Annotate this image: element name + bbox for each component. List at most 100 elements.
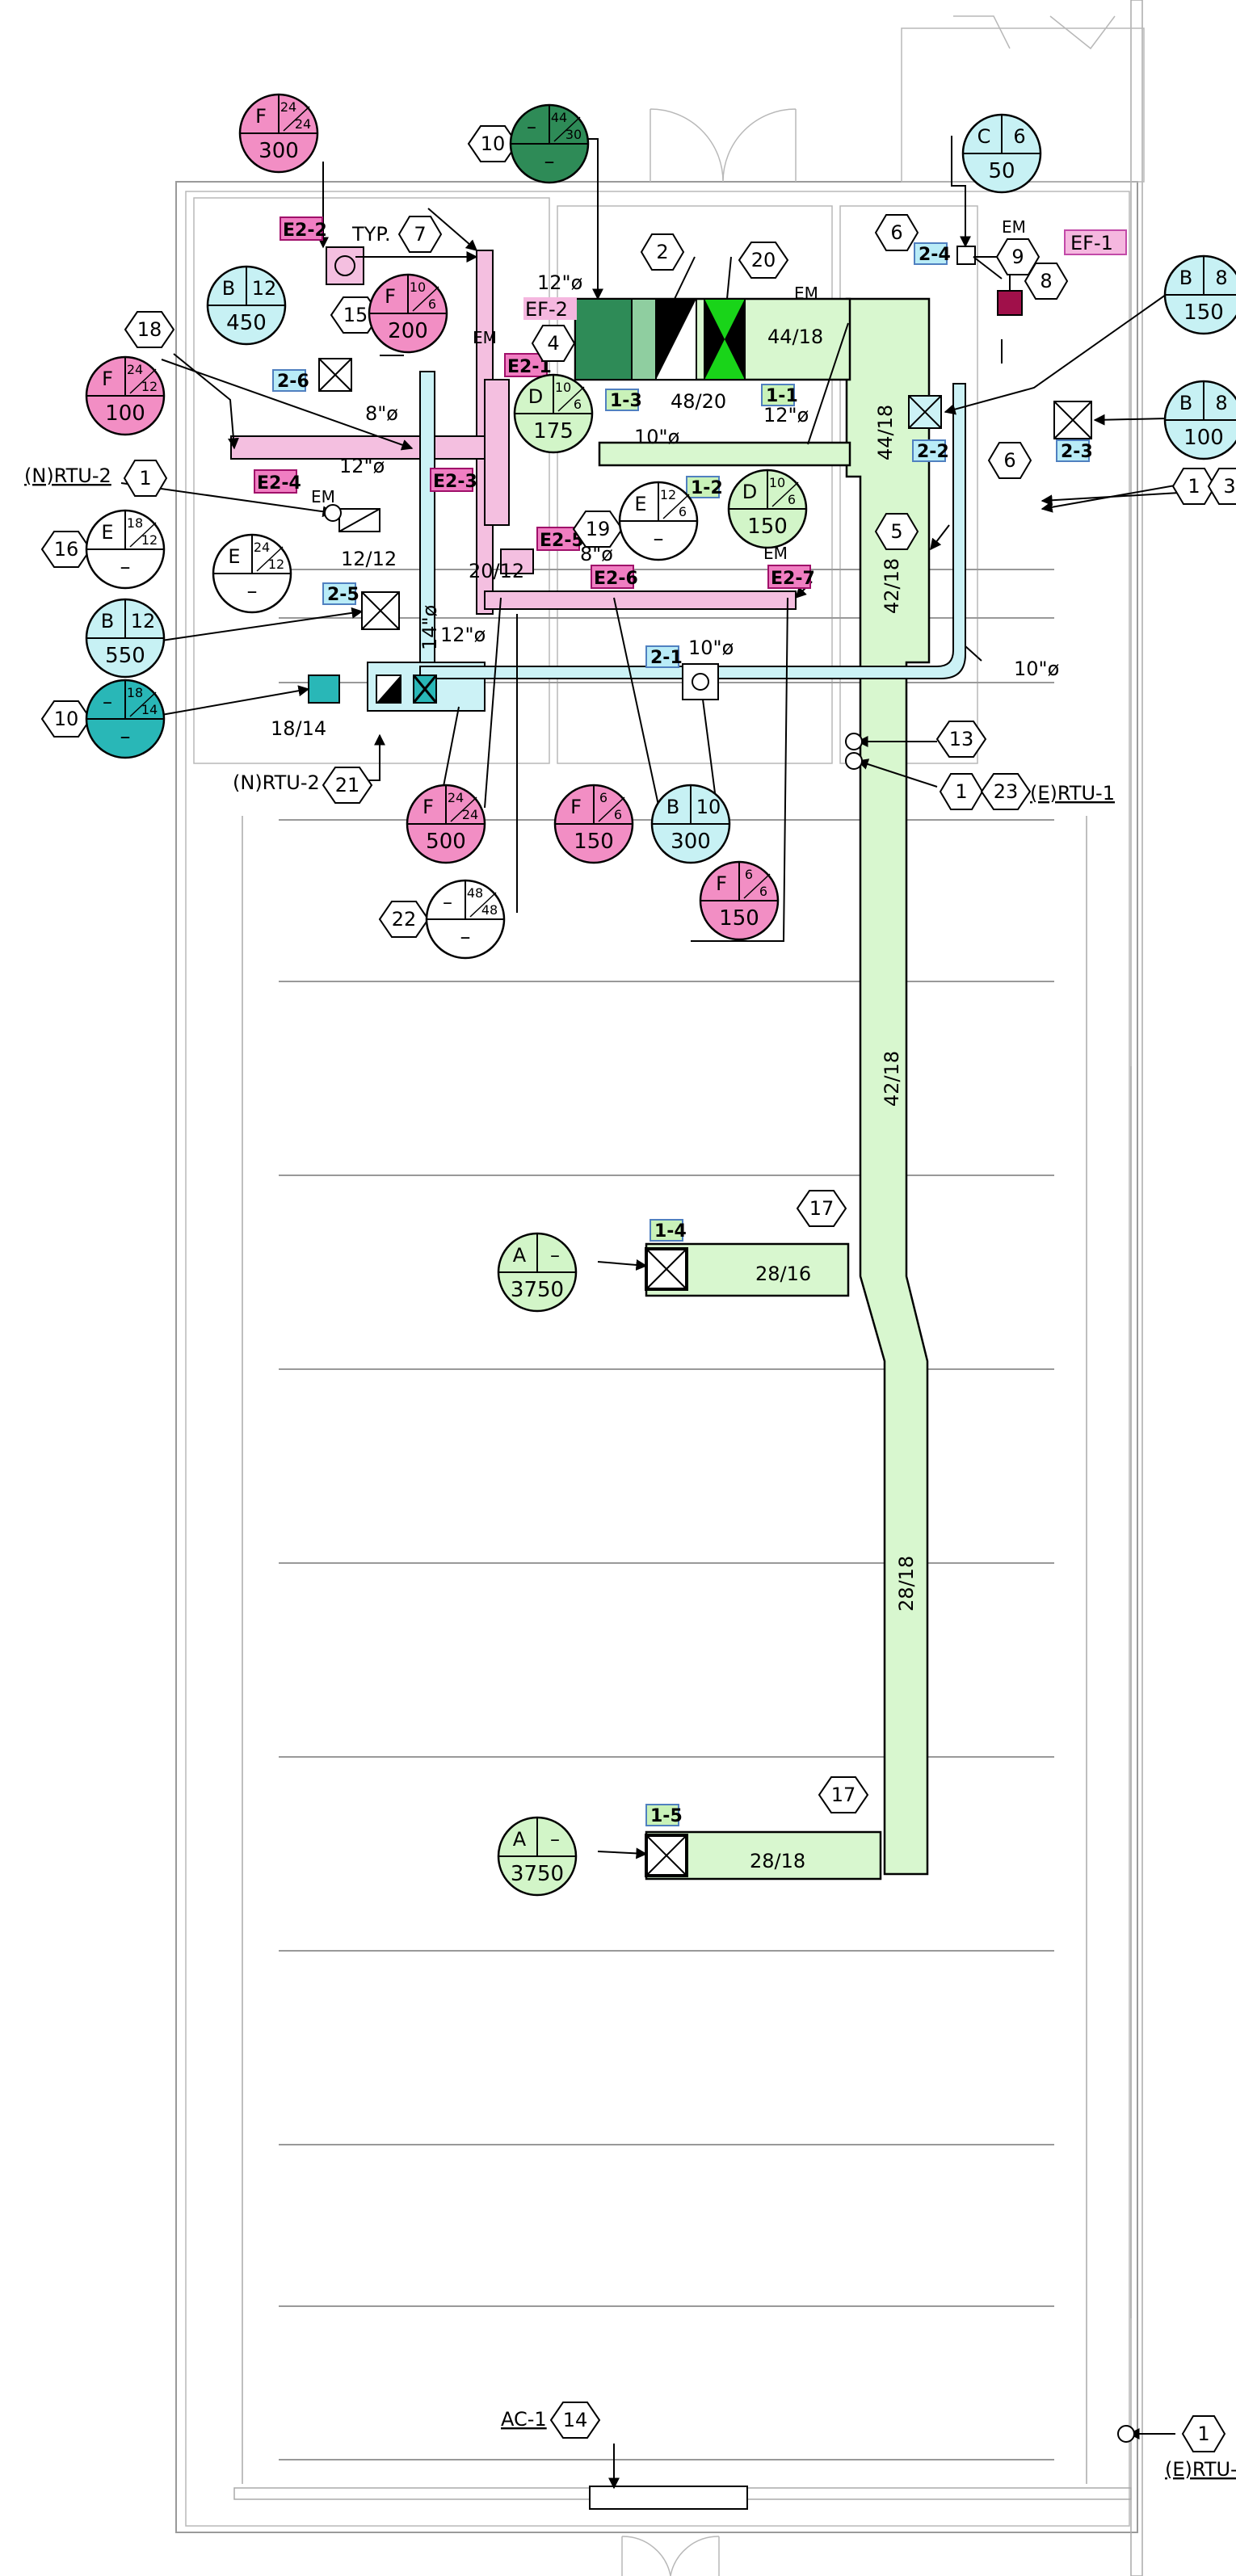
- svg-text:8: 8: [1040, 270, 1052, 292]
- neck-size-top: 24: [127, 362, 143, 377]
- neck-size-top: 18: [127, 685, 143, 700]
- tag: 2-4: [919, 245, 951, 265]
- neck-size: 10: [696, 796, 721, 818]
- tag: E2-4: [257, 473, 301, 494]
- airflow-cfm: 100: [105, 401, 145, 426]
- neck-size-bottom: 12: [141, 379, 158, 394]
- duct-size: 12/12: [341, 548, 397, 570]
- keynote-3: 3: [1207, 468, 1236, 505]
- equipment-labels: (N)RTU-2 (N)RTU-2 (E)RTU-1 (E)RTU-1 AC-1…: [24, 217, 1236, 2481]
- duct-size: 48/20: [671, 390, 726, 413]
- equipment-label: (N)RTU-2: [24, 464, 111, 487]
- svg-text:6: 6: [890, 221, 902, 244]
- diffuser-type: F: [716, 872, 727, 895]
- diffuser-type: E: [101, 521, 113, 544]
- svg-text:13: 13: [949, 728, 974, 750]
- keynote-22: 22: [378, 901, 430, 938]
- duct-size: 44/18: [874, 405, 897, 460]
- neck-size-bottom: 6: [788, 492, 796, 507]
- equipment-tags: E2-2 E2-1 E2-4 E2-3 E2-5 E2-6 E2-7 1-1 1…: [254, 216, 1093, 1826]
- duct-size: 42/18: [881, 1051, 903, 1107]
- thermostat-icon: [845, 733, 863, 750]
- tag: 1-3: [610, 391, 642, 411]
- airflow-cfm: –: [544, 149, 555, 174]
- duct-size: 10"ø: [1014, 658, 1059, 680]
- airflow-cfm: 175: [533, 419, 574, 443]
- return-ductwork: [308, 371, 966, 712]
- airflow-cfm: 150: [574, 830, 614, 854]
- diffusers: [318, 246, 1092, 2510]
- svg-text:20: 20: [751, 249, 776, 271]
- neck-size-top: 10: [769, 475, 785, 490]
- svg-text:17: 17: [809, 1197, 835, 1220]
- equipment-label: TYP.: [351, 223, 391, 246]
- diffuser-circle-c-f100: F 24 12 100: [85, 355, 166, 436]
- keynote-8: 8: [1024, 263, 1069, 300]
- svg-text:10: 10: [54, 708, 79, 730]
- tag: E2-7: [771, 569, 815, 589]
- diffuser-type: B: [222, 277, 235, 300]
- tag: E2-3: [433, 472, 477, 492]
- duct-size: 10"ø: [688, 637, 734, 659]
- airflow-cfm: 300: [671, 830, 711, 854]
- airflow-cfm: 3750: [511, 1862, 564, 1886]
- diffuser-type: C: [977, 125, 991, 148]
- tag: 1-1: [766, 386, 798, 406]
- keynote-1: 1: [1181, 2415, 1226, 2452]
- svg-text:5: 5: [890, 520, 902, 543]
- duct-size: 28/18: [895, 1556, 918, 1612]
- airflow-cfm: –: [247, 579, 258, 603]
- svg-text:4: 4: [547, 332, 559, 355]
- airflow-cfm: –: [654, 527, 664, 551]
- supply-ductwork: [574, 297, 931, 1881]
- tag: 2-6: [277, 372, 309, 392]
- sensor-icon: [1117, 2425, 1135, 2443]
- diffuser-type: B: [666, 796, 679, 818]
- neck-size: –: [550, 1828, 560, 1851]
- svg-text:23: 23: [994, 780, 1019, 803]
- svg-text:19: 19: [586, 518, 611, 540]
- tag: 1-5: [650, 1806, 683, 1826]
- neck-size-bottom: 6: [574, 397, 582, 412]
- neck-size-top: 10: [410, 279, 426, 295]
- keynote-13: 13: [935, 721, 987, 758]
- keynote-14: 14: [549, 2402, 601, 2439]
- duct-size: 12"ø: [440, 624, 486, 646]
- em-label: EM: [311, 487, 335, 506]
- neck-size-top: 10: [555, 380, 571, 395]
- airflow-cfm: 100: [1183, 426, 1224, 450]
- duct-size: 44/18: [767, 326, 823, 348]
- neck-size-top: 18: [127, 515, 143, 531]
- duct-size: 20/12: [469, 560, 524, 582]
- keynote-17: 17: [796, 1190, 847, 1227]
- diffuser-type: F: [102, 368, 113, 390]
- airflow-cfm: 150: [719, 906, 759, 931]
- airflow-cfm: –: [460, 925, 471, 949]
- duct-size: 12"ø: [537, 271, 582, 294]
- keynote-21: 21: [322, 767, 373, 804]
- em-label: EM: [473, 328, 497, 347]
- keynote-2: 2: [640, 233, 685, 271]
- tag: 2-3: [1061, 442, 1093, 462]
- neck-size-top: 24: [448, 790, 464, 805]
- diffuser-type: F: [570, 796, 582, 818]
- tag: 1-2: [691, 478, 723, 498]
- neck-size-bottom: 24: [295, 116, 311, 132]
- tag: E2-6: [594, 569, 638, 589]
- svg-text:10: 10: [481, 132, 506, 155]
- tag: 2-2: [917, 442, 949, 462]
- svg-text:3: 3: [1223, 475, 1235, 498]
- tag: 2-1: [650, 648, 683, 668]
- neck-size-bottom: 48: [481, 902, 498, 918]
- duct-size: 8"ø: [365, 402, 398, 425]
- diffuser-type: F: [255, 105, 267, 128]
